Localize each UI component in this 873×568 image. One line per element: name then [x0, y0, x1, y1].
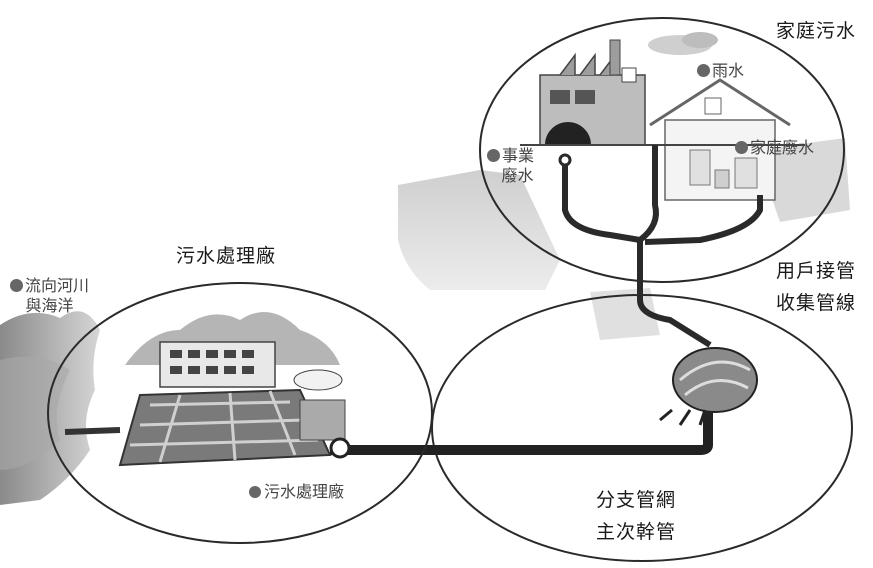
household-wastewater-label: 家庭廢水 — [735, 138, 814, 158]
household-area-ellipse — [479, 17, 845, 283]
hillside-illustration — [398, 138, 850, 340]
connection-pipes-label: 用戶接管 收集管線 — [776, 260, 857, 314]
treatment-plant-illustration — [64, 312, 351, 467]
main-pipe-cutaway — [330, 347, 758, 455]
outflow-water-illustration — [0, 311, 100, 505]
household-sewage-label: 家庭污水 — [776, 20, 857, 42]
business-wastewater-label: 事業 廢水 — [487, 146, 534, 186]
pipe-network-ellipse — [431, 294, 853, 562]
outflow-label: 流向河川 與海洋 — [10, 276, 89, 316]
outflow-dot — [10, 279, 23, 292]
rain-cloud-illustration — [648, 32, 718, 55]
connection-pipes — [558, 145, 763, 348]
house-illustration — [520, 78, 805, 201]
household-wastewater-dot — [735, 141, 748, 154]
plant-marker-dot — [249, 486, 261, 498]
factory-illustration — [539, 39, 646, 146]
rainwater-dot — [697, 64, 710, 77]
plant-marker-label: 污水處理廠 — [264, 482, 345, 501]
business-wastewater-dot — [487, 149, 500, 162]
pipe-network-label: 分支管網 主次幹管 — [596, 489, 677, 543]
treatment-plant-title: 污水處理廠 — [176, 245, 277, 267]
treatment-plant-ellipse — [47, 282, 433, 544]
rainwater-label: 雨水 — [697, 61, 744, 81]
